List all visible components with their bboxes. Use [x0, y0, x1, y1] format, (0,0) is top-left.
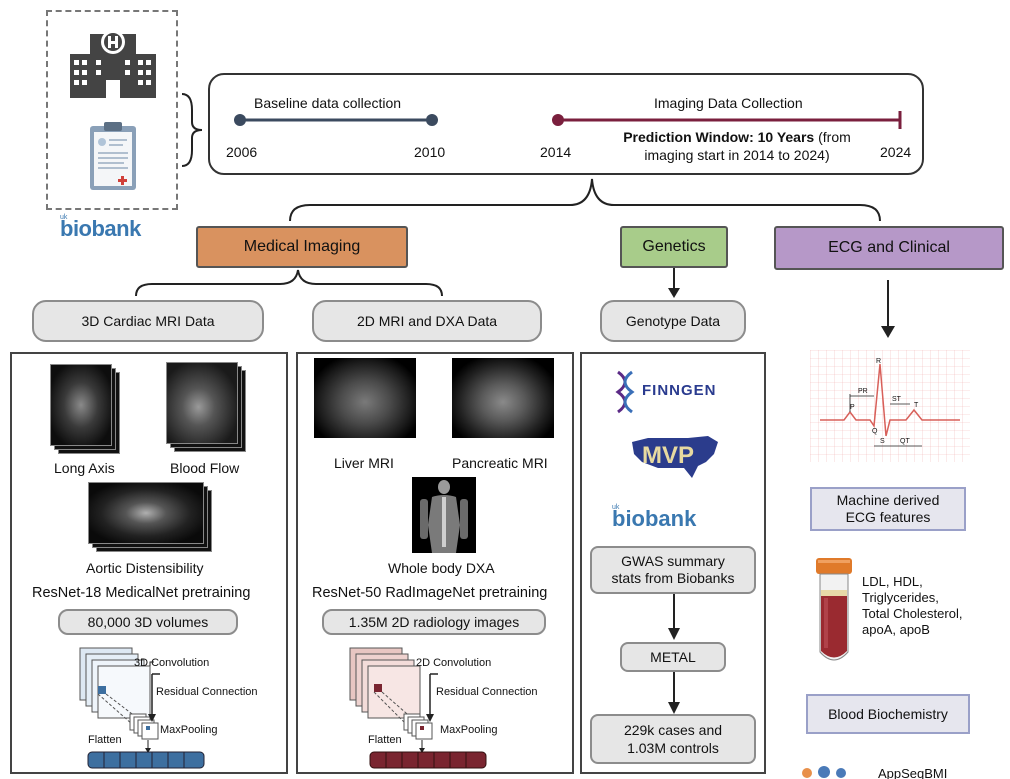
blood-flow-label: Blood Flow	[170, 460, 240, 476]
metal-box: METAL	[620, 642, 726, 672]
ecg-st: ST	[892, 396, 901, 403]
mvp-logo: MVP	[628, 432, 720, 482]
imaging-collection-label: Imaging Data Collection	[654, 95, 803, 111]
biobank-logo: uk biobank	[60, 214, 141, 241]
pancreatic-mri-label: Pancreatic MRI	[452, 455, 548, 471]
mri-flatten-label: Flatten	[368, 734, 402, 746]
year-2014: 2014	[540, 144, 572, 160]
timeline-box	[208, 73, 924, 175]
cardiac-conv-label: 3D Convolution	[134, 657, 210, 669]
person-icon	[802, 768, 812, 778]
year-2010: 2010	[414, 144, 446, 160]
mri-pool-label: MaxPooling	[440, 724, 498, 736]
baseline-label: Baseline data collection	[254, 95, 402, 111]
cardiac-flatten-label: Flatten	[88, 734, 122, 746]
genetics-arrow	[668, 268, 680, 298]
imaging-line	[552, 111, 902, 129]
pancreatic-mri-image	[452, 358, 554, 438]
ecg-p: P	[850, 404, 855, 411]
hospital-icon	[70, 30, 156, 98]
ecg-qt: QT	[900, 438, 910, 445]
year-2024: 2024	[880, 144, 912, 160]
year-2006: 2006	[226, 144, 258, 160]
cardiac-residual-label: Residual Connection	[156, 686, 258, 698]
blood-biochemistry-box: Blood Biochemistry	[806, 694, 970, 734]
baseline-line	[234, 114, 438, 126]
mri-model-label: ResNet-50 RadImageNet pretraining	[312, 585, 548, 601]
mri-residual-label: Residual Connection	[436, 686, 538, 698]
institution-box	[46, 10, 178, 210]
imaging-brace	[135, 269, 443, 297]
subsection-mri-dxa: 2D MRI and DXA Data	[312, 300, 542, 342]
mri-count: 1.35M 2D radiology images	[322, 609, 546, 635]
long-axis-label: Long Axis	[54, 460, 115, 476]
gwas-arrow	[668, 594, 680, 640]
dna-icon	[615, 370, 635, 414]
ecg-features-box: Machine derived ECG features	[810, 487, 966, 531]
subsection-cardiac-mri: 3D Cardiac MRI Data	[32, 300, 264, 342]
blood-tube-icon	[816, 558, 852, 661]
cases-box: 229k cases and 1.03M controls	[590, 714, 756, 764]
modality-brace	[289, 178, 881, 222]
ecg-t: T	[914, 402, 919, 409]
mri-panel	[296, 352, 574, 774]
genetics-biobank-logo: uk biobank	[612, 504, 697, 531]
lipid-list: LDL, HDL, Triglycerides, Total Cholester…	[862, 574, 963, 637]
gwas-box: GWAS summary stats from Biobanks	[590, 546, 756, 594]
ecg-s: S	[880, 438, 885, 445]
liver-mri-image	[314, 358, 416, 438]
section-medical-imaging: Medical Imaging	[196, 226, 408, 268]
section-ecg-clinical: ECG and Clinical	[774, 226, 1004, 270]
section-genetics: Genetics	[620, 226, 728, 268]
cardiac-count: 80,000 3D volumes	[58, 609, 238, 635]
cardiac-pool-label: MaxPooling	[160, 724, 218, 736]
cardiac-model-label: ResNet-18 MedicalNet pretraining	[32, 585, 251, 601]
metal-arrow	[668, 672, 680, 714]
cardiac-panel	[10, 352, 288, 774]
ecg-trace	[810, 350, 970, 462]
dxa-label: Whole body DXA	[388, 560, 495, 576]
timeline-brace	[181, 93, 203, 167]
liver-mri-label: Liver MRI	[334, 455, 394, 471]
person-icon	[818, 766, 830, 778]
mri-cnn-diagram	[349, 647, 487, 769]
clipboard-icon	[90, 122, 136, 190]
aortic-label: Aortic Distensibility	[86, 560, 204, 576]
genetics-panel	[580, 352, 766, 774]
ecg-r: R	[876, 358, 882, 365]
prediction-window: Prediction Window: 10 Years (from imagin…	[623, 129, 851, 163]
ecg-arrow	[881, 280, 895, 338]
footer-logo: AppSeqBMI	[796, 762, 1006, 779]
mri-conv-label: 2D Convolution	[416, 657, 492, 669]
dxa-image	[412, 477, 476, 553]
cardiac-cnn-diagram	[79, 647, 205, 769]
ecg-q: Q	[872, 428, 878, 435]
person-icon	[836, 768, 846, 778]
subsection-genotype: Genotype Data	[600, 300, 746, 342]
finngen-logo: FINNGEN	[614, 370, 734, 414]
ecg-pr: PR	[858, 388, 868, 395]
